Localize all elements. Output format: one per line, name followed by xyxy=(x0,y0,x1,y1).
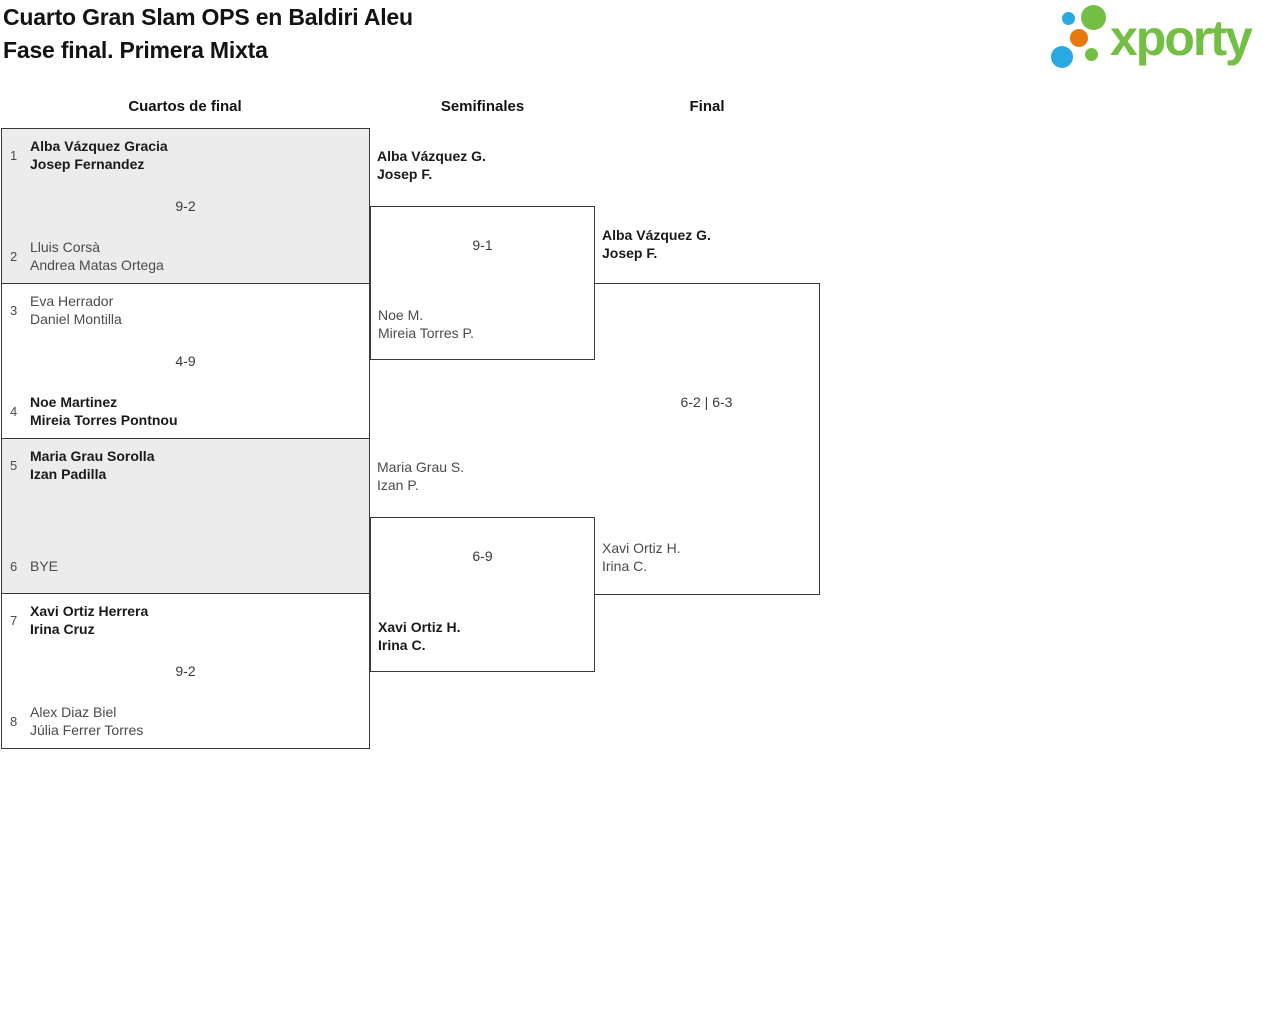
seed-number: 8 xyxy=(10,713,18,729)
match-score: 9-1 xyxy=(472,237,493,253)
player-name: Izan Padilla xyxy=(30,466,107,482)
logo-dot-blue-small-icon xyxy=(1062,12,1075,25)
team-slot-1: 1 Alba Vázquez Gracia Josep Fernandez xyxy=(2,137,369,173)
column-header-semifinals: Semifinales xyxy=(440,98,525,115)
player-name: Izan P. xyxy=(377,477,419,493)
player-name: Josep Fernandez xyxy=(30,156,145,172)
player-name: Mireia Torres P. xyxy=(378,325,474,341)
team-names: Maria Grau Sorolla Izan Padilla xyxy=(30,447,154,483)
player-name: Júlia Ferrer Torres xyxy=(30,722,144,738)
player-name: Lluis Corsà xyxy=(30,239,101,255)
player-name: Alba Vázquez Gracia xyxy=(30,138,168,154)
logo-dot-green-large-icon xyxy=(1081,5,1106,30)
seed-number: 4 xyxy=(10,403,18,419)
logo-dot-orange-icon xyxy=(1070,29,1088,47)
final-bottom-team: Xavi Ortiz H. Irina C. xyxy=(602,539,681,575)
column-header-final: Final xyxy=(689,98,725,115)
team-names: Alex Diaz Biel Júlia Ferrer Torres xyxy=(30,703,143,739)
match-final[interactable]: 6-2 | 6-3 Xavi Ortiz H. Irina C. xyxy=(594,283,820,595)
page-title-line2: Fase final. Primera Mixta xyxy=(3,37,268,63)
seed-number: 3 xyxy=(10,302,18,318)
team-slot-3: 3 Eva Herrador Daniel Montilla xyxy=(2,292,369,328)
semifinal-2-top-team: Maria Grau S. Izan P. xyxy=(377,458,589,494)
player-name: Josep F. xyxy=(602,245,658,261)
semifinal-2-bottom-team: Xavi Ortiz H. Irina C. xyxy=(378,618,460,654)
player-name: Daniel Montilla xyxy=(30,311,122,327)
match-quarterfinal-4[interactable]: 7 Xavi Ortiz Herrera Irina Cruz 9-2 8 Al… xyxy=(1,593,370,749)
seed-number: 1 xyxy=(10,147,18,163)
column-header-quarterfinals: Cuartos de final xyxy=(128,98,242,115)
match-quarterfinal-3[interactable]: 5 Maria Grau Sorolla Izan Padilla 6 BYE xyxy=(1,438,370,594)
player-name: Noe M. xyxy=(378,307,424,323)
team-names: Xavi Ortiz Herrera Irina Cruz xyxy=(30,602,148,638)
team-names: Lluis Corsà Andrea Matas Ortega xyxy=(30,238,164,274)
player-name: Noe Martinez xyxy=(30,394,118,410)
xporty-logo[interactable]: xporty xyxy=(1048,4,1278,80)
team-slot-2: 2 Lluis Corsà Andrea Matas Ortega xyxy=(2,238,369,274)
match-score: 4-9 xyxy=(175,353,196,369)
page-title-line1: Cuarto Gran Slam OPS en Baldiri Aleu xyxy=(3,4,413,30)
team-slot-8: 8 Alex Diaz Biel Júlia Ferrer Torres xyxy=(2,703,369,739)
final-top-team: Alba Vázquez G. Josep F. xyxy=(602,226,814,262)
match-score: 6-9 xyxy=(472,548,493,564)
seed-number: 6 xyxy=(10,558,18,574)
team-slot-7: 7 Xavi Ortiz Herrera Irina Cruz xyxy=(2,602,369,638)
player-name: Alex Diaz Biel xyxy=(30,704,117,720)
player-name: Alba Vázquez G. xyxy=(602,227,711,243)
match-quarterfinal-1[interactable]: 1 Alba Vázquez Gracia Josep Fernandez 9-… xyxy=(1,128,370,284)
player-name: Irina Cruz xyxy=(30,621,95,637)
match-quarterfinal-2[interactable]: 3 Eva Herrador Daniel Montilla 4-9 4 Noe… xyxy=(1,283,370,439)
player-name: BYE xyxy=(30,558,59,574)
player-name: Xavi Ortiz Herrera xyxy=(30,603,149,619)
player-name: Mireia Torres Pontnou xyxy=(30,412,178,428)
player-name: Xavi Ortiz H. xyxy=(378,619,461,635)
team-names: Alba Vázquez Gracia Josep Fernandez xyxy=(30,137,168,173)
logo-wordmark: xporty xyxy=(1110,10,1253,66)
logo-dot-green-small-icon xyxy=(1085,48,1098,61)
semifinal-1-bottom-team: Noe M. Mireia Torres P. xyxy=(378,306,474,342)
match-score: 9-2 xyxy=(175,663,196,679)
match-semifinal-1[interactable]: 9-1 Noe M. Mireia Torres P. xyxy=(370,206,595,360)
player-name: Xavi Ortiz H. xyxy=(602,540,681,556)
semifinal-1-top-team: Alba Vázquez G. Josep F. xyxy=(377,147,589,183)
page-title: Cuarto Gran Slam OPS en Baldiri Aleu Fas… xyxy=(3,1,413,67)
player-name: Eva Herrador xyxy=(30,293,114,309)
player-name: Irina C. xyxy=(602,558,648,574)
seed-number: 7 xyxy=(10,612,18,628)
player-name: Josep F. xyxy=(377,166,433,182)
match-score: 9-2 xyxy=(175,198,196,214)
seed-number: 2 xyxy=(10,248,18,264)
match-semifinal-2[interactable]: 6-9 Xavi Ortiz H. Irina C. xyxy=(370,517,595,672)
player-name: Irina C. xyxy=(378,637,426,653)
seed-number: 5 xyxy=(10,457,18,473)
player-name: Alba Vázquez G. xyxy=(377,148,486,164)
team-names: BYE xyxy=(30,548,58,584)
team-slot-5: 5 Maria Grau Sorolla Izan Padilla xyxy=(2,447,369,483)
logo-dot-blue-large-icon xyxy=(1051,46,1073,68)
team-names: Eva Herrador Daniel Montilla xyxy=(30,292,122,328)
player-name: Andrea Matas Ortega xyxy=(30,257,164,273)
team-names: Noe Martinez Mireia Torres Pontnou xyxy=(30,393,178,429)
team-slot-4: 4 Noe Martinez Mireia Torres Pontnou xyxy=(2,393,369,429)
match-score: 6-2 | 6-3 xyxy=(680,394,733,410)
player-name: Maria Grau S. xyxy=(377,459,465,475)
team-slot-6: 6 BYE xyxy=(2,548,369,584)
player-name: Maria Grau Sorolla xyxy=(30,448,155,464)
